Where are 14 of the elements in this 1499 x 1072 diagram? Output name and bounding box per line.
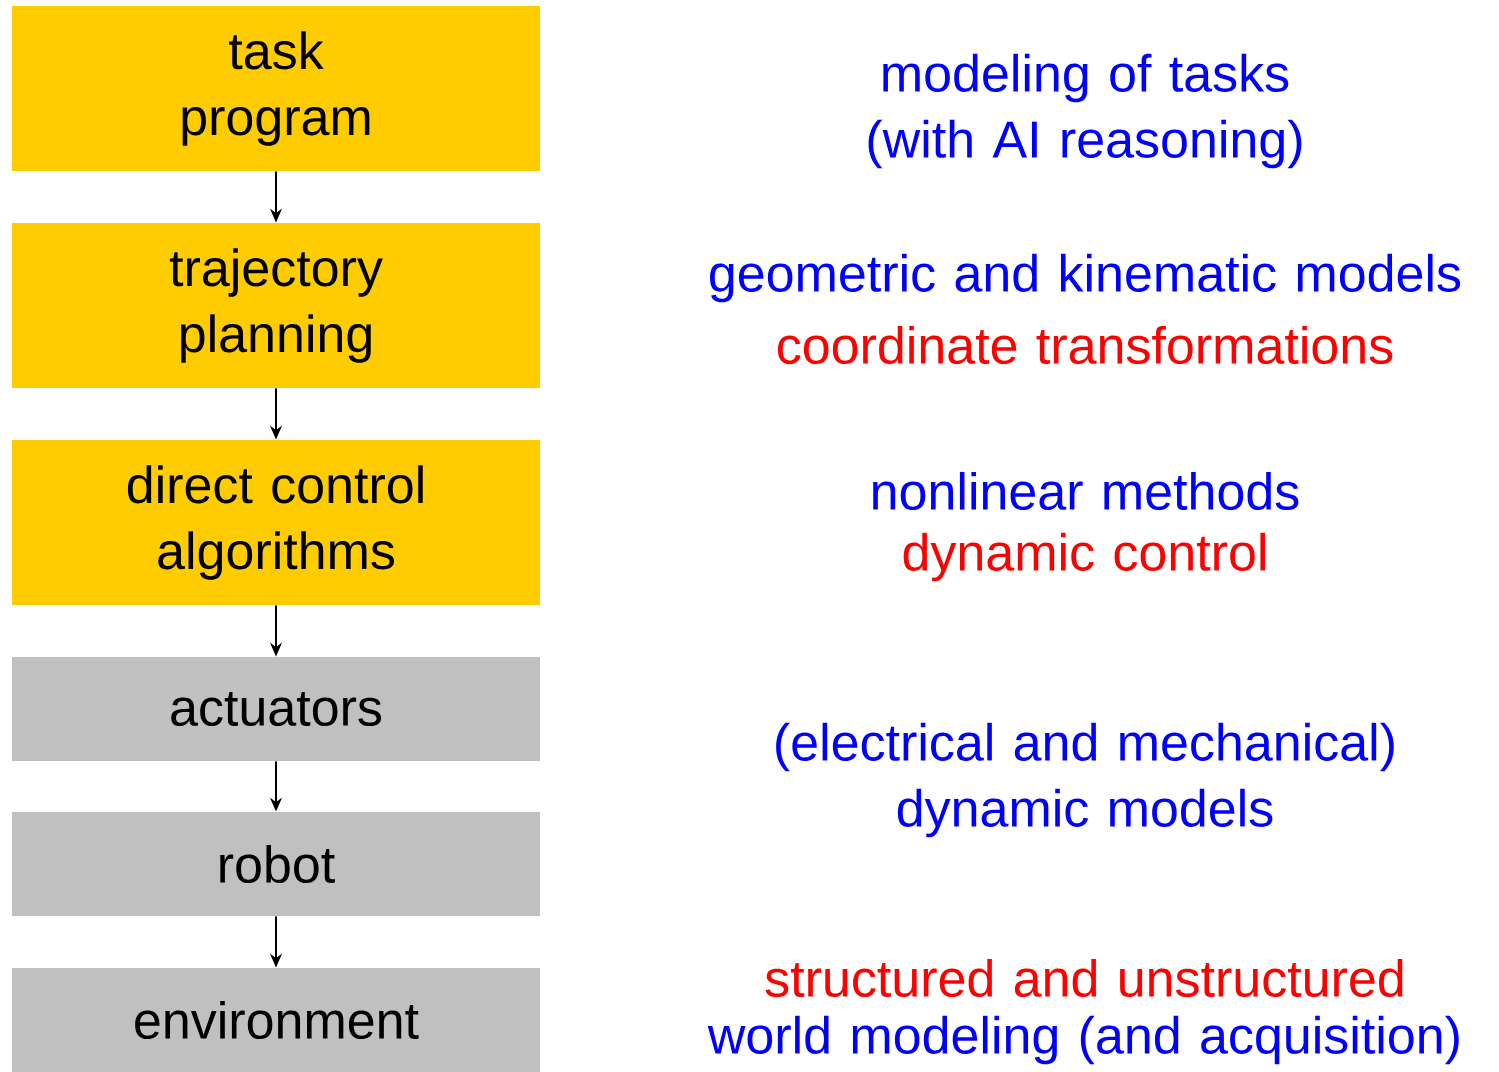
note-text: modeling of tasks (with AI reasoning) <box>868 53 1302 169</box>
process-box: actuators <box>12 657 540 761</box>
process-box: environment <box>12 968 540 1072</box>
process-box: robot <box>12 812 540 916</box>
process-box: task program <box>12 6 540 171</box>
process-box: direct control algorithms <box>12 440 540 605</box>
note-text: world modeling (and acquisition) <box>707 1015 1459 1065</box>
note-text: geometric and kinematic models <box>710 253 1461 303</box>
process-box: trajectory planning <box>12 223 540 388</box>
note-text: nonlinear methods <box>873 471 1299 511</box>
note-text: dynamic control <box>903 532 1265 582</box>
note-text: (electrical and mechanical) dynamic models <box>776 722 1394 838</box>
note-text: structured and unstructured <box>765 958 1403 998</box>
note-text: coordinate transformations <box>777 325 1393 365</box>
